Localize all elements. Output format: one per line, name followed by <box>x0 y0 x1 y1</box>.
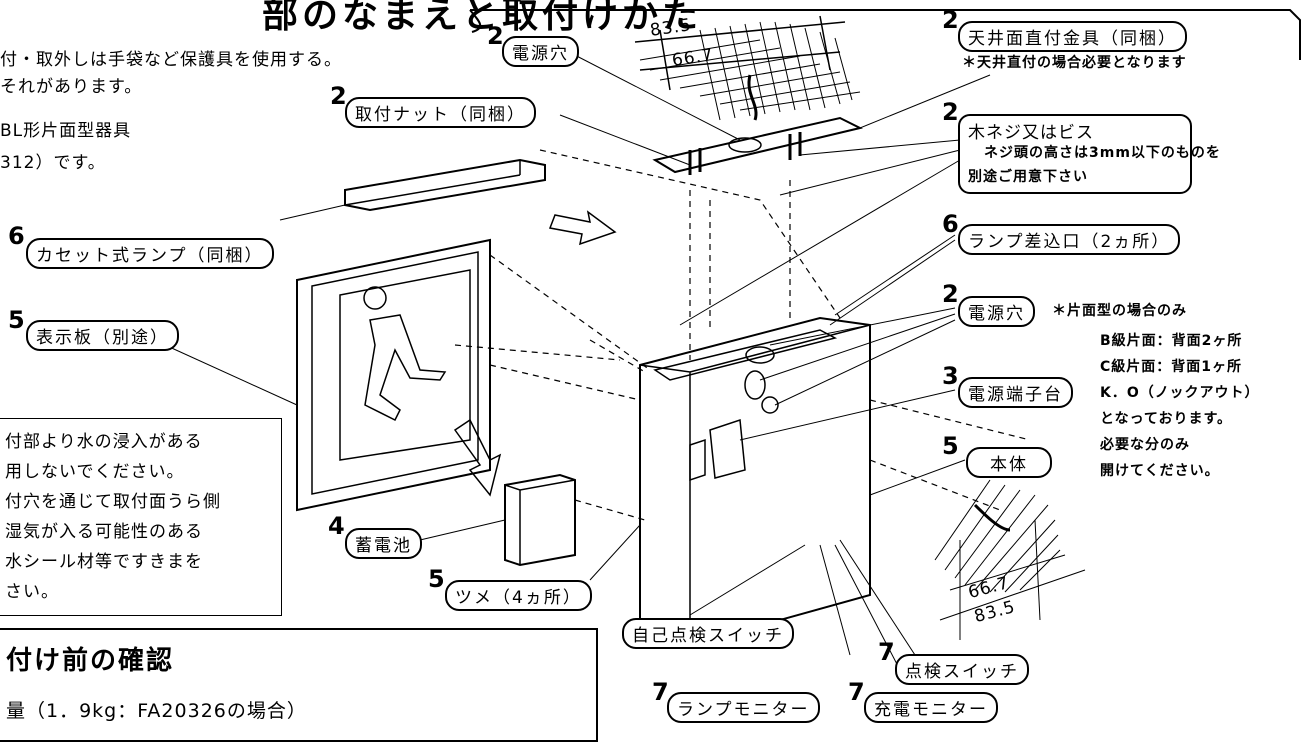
precheck-box: 付け前の確認 量（1．9kg：FA20326の場合） <box>0 628 598 742</box>
intro-line-3: BL形片面型器具 <box>0 121 132 141</box>
screws-note-2: 別途ご用意下さい <box>968 169 1088 185</box>
num-mount-nut: 2 <box>330 82 347 110</box>
intro-line-1: 付・取外しは手袋など保護具を使用する。 <box>0 50 342 70</box>
page-title: 部のなまえと取付けかた <box>262 0 703 36</box>
num-terminal: 3 <box>942 362 959 390</box>
warning-line-1: 付部より水の浸入がある <box>5 432 203 452</box>
label-mount-nut: 取付ナット（同梱） <box>345 97 536 128</box>
label-power-hole-side: 電源穴 <box>958 296 1035 327</box>
label-charge-monitor: 充電モニター <box>864 692 998 723</box>
warning-line-2: 用しないでください。 <box>5 462 185 482</box>
detail-5: 必要な分のみ <box>1100 437 1190 453</box>
label-power-hole-top: 電源穴 <box>502 36 579 67</box>
detail-1: B級片面：背面2ヶ所 <box>1100 333 1243 349</box>
screws-box: 木ネジ又はビス ネジ頭の高さは3mm以下のものを 別途ご用意下さい <box>958 114 1220 194</box>
num-power-hole-top: 2 <box>487 22 504 50</box>
num-charge-monitor: 7 <box>848 678 865 706</box>
warning-line-5: 水シール材等ですきまを <box>5 552 203 572</box>
label-display-panel: 表示板（別途） <box>26 320 179 351</box>
num-screws: 2 <box>942 98 959 126</box>
label-self-check: 自己点検スイッチ <box>622 618 794 649</box>
precheck-line: 量（1．9kg：FA20326の場合） <box>6 700 307 722</box>
note-power-hole-side: ＊片面型の場合のみ <box>1052 303 1187 319</box>
num-body: 5 <box>942 432 959 460</box>
warning-line-3: 付穴を通じて取付面うら側 <box>5 492 221 512</box>
detail-4: となっております。 <box>1100 411 1233 427</box>
num-claw: 5 <box>428 565 445 593</box>
precheck-heading: 付け前の確認 <box>6 646 175 676</box>
label-body: 本体 <box>966 447 1052 478</box>
num-power-hole-side: 2 <box>942 280 959 308</box>
label-battery: 蓄電池 <box>345 528 422 559</box>
num-cassette-lamp: 6 <box>8 222 25 250</box>
label-terminal: 電源端子台 <box>958 377 1073 408</box>
warning-line-6: さい。 <box>5 582 59 602</box>
detail-6: 開けてください。 <box>1100 463 1220 479</box>
num-lamp-monitor: 7 <box>652 678 669 706</box>
num-lamp-slot: 6 <box>942 210 959 238</box>
label-ceiling-bracket: 天井面直付金具（同梱） <box>958 21 1187 52</box>
warning-line-4: 湿気が入る可能性のある <box>5 522 203 542</box>
label-check-switch: 点検スイッチ <box>895 654 1029 685</box>
intro-line-4: 312）です。 <box>0 153 106 173</box>
label-lamp-slot: ランプ差込口（2ヵ所） <box>958 224 1181 255</box>
diagram-drawing <box>164 9 1301 671</box>
detail-3: K．O（ノックアウト） <box>1100 385 1260 401</box>
detail-2: C級片面：背面1ヶ所 <box>1100 359 1243 375</box>
label-claw: ツメ（4ヵ所） <box>445 580 592 611</box>
screws-note-1: ネジ頭の高さは3mm以下のものを <box>984 145 1221 161</box>
note-ceiling-bracket: ＊天井直付の場合必要となります <box>962 55 1187 71</box>
label-cassette-lamp: カセット式ランプ（同梱） <box>26 238 274 269</box>
num-ceiling-bracket: 2 <box>942 6 959 34</box>
label-screws: 木ネジ又はビス <box>968 123 1094 143</box>
num-display-panel: 5 <box>8 306 25 334</box>
warning-box: 付部より水の浸入がある 用しないでください。 付穴を通じて取付面うら側 湿気が入… <box>0 418 282 616</box>
label-lamp-monitor: ランプモニター <box>667 692 820 723</box>
num-check-switch: 7 <box>878 638 895 666</box>
intro-line-2: それがあります。 <box>0 77 143 97</box>
num-battery: 4 <box>328 512 345 540</box>
